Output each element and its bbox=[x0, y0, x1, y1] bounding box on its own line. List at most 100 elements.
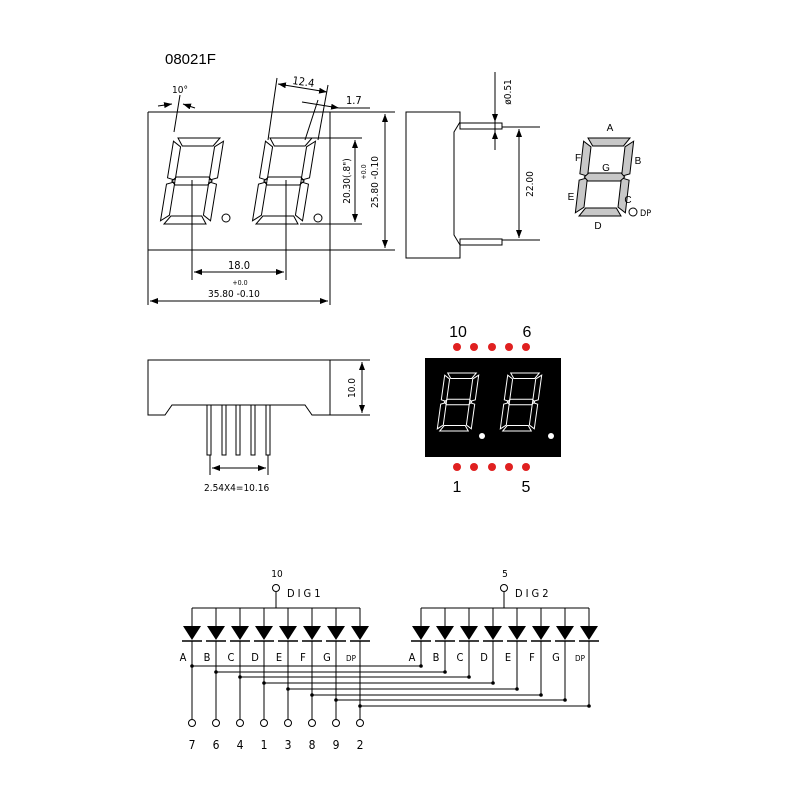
pin-terminal bbox=[332, 719, 340, 727]
segment-e bbox=[574, 177, 588, 214]
segment-label: D bbox=[251, 651, 259, 664]
pin bbox=[250, 404, 256, 456]
led-dig2-b: B bbox=[433, 608, 455, 664]
diode-icon bbox=[327, 626, 345, 640]
diode-icon bbox=[460, 626, 478, 640]
segment-label: E bbox=[505, 651, 511, 664]
segment-label: F bbox=[300, 651, 306, 664]
junction-dot bbox=[286, 687, 290, 691]
segment-label: F bbox=[529, 651, 535, 664]
pin-terminal bbox=[188, 719, 196, 727]
pin bbox=[206, 404, 212, 456]
pin-dot bbox=[488, 343, 496, 351]
segment-e bbox=[159, 181, 176, 222]
led-dig2-c: C bbox=[457, 608, 479, 664]
segment-label: E bbox=[276, 651, 282, 664]
diode-icon bbox=[436, 626, 454, 640]
pin-number: 8 bbox=[309, 738, 316, 752]
diode-icon bbox=[207, 626, 225, 640]
segment-label: A bbox=[409, 651, 416, 664]
pin-label-10: 10 bbox=[449, 324, 467, 341]
segment-label: G bbox=[552, 651, 560, 664]
dig1-label: DIG1 bbox=[287, 587, 324, 600]
terminal-circle bbox=[272, 584, 280, 592]
segment-label: D bbox=[480, 651, 488, 664]
digit-height-dim: 20.30(.8") bbox=[342, 158, 353, 203]
diode-icon bbox=[556, 626, 574, 640]
segment-label-f: F bbox=[575, 153, 581, 164]
segment-a bbox=[269, 137, 314, 147]
segment-d bbox=[577, 207, 622, 217]
digit-width-dim: 12.4 bbox=[292, 74, 316, 90]
segment-width-dim: 1.7 bbox=[346, 94, 362, 107]
junction-dot bbox=[262, 681, 266, 685]
pin-label-6: 6 bbox=[523, 324, 532, 341]
segment-e bbox=[436, 401, 447, 430]
pin-number: 7 bbox=[189, 738, 196, 752]
thickness-dim: 10.0 bbox=[347, 378, 358, 398]
segment-label: G bbox=[323, 651, 331, 664]
pin bbox=[235, 404, 241, 456]
segment-f bbox=[166, 140, 182, 181]
pin-label-5: 5 bbox=[522, 479, 531, 496]
pin-dot bbox=[505, 463, 513, 471]
pin-row-spacing-dim: 22.00 bbox=[525, 171, 536, 197]
side-view: ø0.51 22.00 bbox=[405, 72, 540, 259]
junction-dot bbox=[515, 687, 519, 691]
dig2-pin-number: 5 bbox=[502, 569, 508, 580]
diode-icon bbox=[484, 626, 502, 640]
segment-label-a: A bbox=[607, 123, 614, 134]
led-dig1-d: D bbox=[251, 608, 274, 664]
pin-terminal bbox=[236, 719, 244, 727]
junction-dot bbox=[419, 664, 423, 668]
pin-dot bbox=[470, 463, 478, 471]
pin-dot bbox=[522, 463, 530, 471]
led-dig1-e: E bbox=[276, 608, 298, 664]
segment-f bbox=[579, 140, 592, 177]
pin-dot bbox=[522, 343, 530, 351]
segment-d bbox=[162, 215, 207, 225]
led-dig2-dp: DP bbox=[575, 608, 599, 663]
segment-e bbox=[251, 181, 268, 222]
display-photo: 10 6 1 5 bbox=[425, 324, 561, 496]
pin-label-1: 1 bbox=[453, 479, 462, 496]
diode-icon bbox=[580, 626, 598, 640]
segment-g bbox=[263, 176, 305, 186]
segment-g bbox=[443, 398, 473, 406]
segment-a bbox=[177, 137, 222, 147]
junction-dot bbox=[539, 693, 543, 697]
junction-dot bbox=[491, 681, 495, 685]
dp-outline bbox=[313, 213, 323, 223]
diode-icon bbox=[183, 626, 201, 640]
diode-icon bbox=[303, 626, 321, 640]
pin-pitch-dim: 2.54X4=10.16 bbox=[204, 483, 269, 494]
diode-icon bbox=[412, 626, 430, 640]
segment-g bbox=[583, 172, 626, 182]
pin-dot bbox=[453, 463, 461, 471]
bottom-view: 10.0 2.54X4=10.16 bbox=[147, 359, 370, 494]
height-dim: 25.80 -0.10 bbox=[370, 156, 381, 208]
pin-number: 2 bbox=[357, 738, 364, 752]
digit-pitch-dim: 18.0 bbox=[228, 259, 250, 272]
led-dig1-c: C bbox=[228, 608, 250, 664]
segment-label-b: B bbox=[635, 156, 642, 167]
pin-terminal bbox=[356, 719, 364, 727]
pin-number: 6 bbox=[213, 738, 220, 752]
pin-dot bbox=[453, 343, 461, 351]
segment-a bbox=[446, 372, 478, 379]
led-dig1-dp: DP bbox=[346, 608, 370, 663]
segment-label: DP bbox=[346, 654, 357, 663]
segment-label-g: G bbox=[602, 163, 610, 174]
segment-f bbox=[503, 374, 514, 403]
segment-label-dp: DP bbox=[640, 209, 651, 219]
dp-circle bbox=[628, 207, 638, 217]
junction-dot bbox=[310, 693, 314, 697]
pin bbox=[221, 404, 227, 456]
segment-c bbox=[202, 181, 218, 222]
segment-label: B bbox=[204, 651, 211, 664]
dig2-label: DIG2 bbox=[515, 587, 552, 600]
pin-diameter-dim: ø0.51 bbox=[503, 79, 514, 105]
front-view: 10° 12.4 1.7 20.30(.8") +0.0 25.80 -0.10… bbox=[147, 74, 395, 305]
